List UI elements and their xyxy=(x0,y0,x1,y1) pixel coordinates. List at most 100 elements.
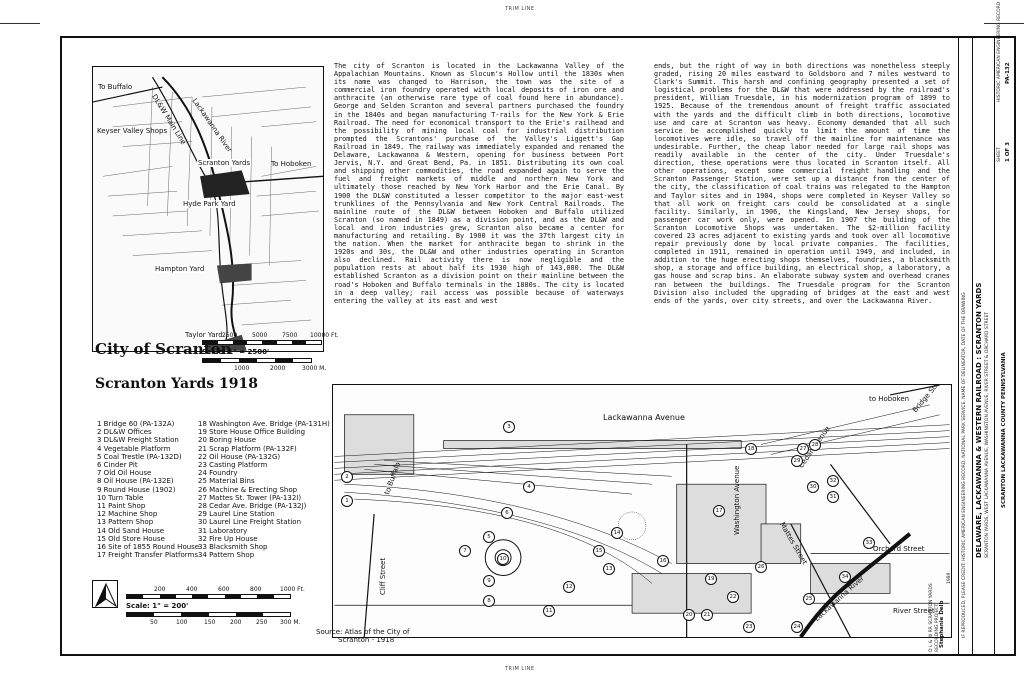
yards-scale-ft-2: 400 xyxy=(186,586,198,593)
yards-scale-bar xyxy=(126,594,291,599)
city-scale-m-3: 3000 M. xyxy=(302,365,327,372)
marker-8: 8 xyxy=(483,595,495,607)
tb-sheet-number: 1 OF 3 xyxy=(1005,142,1011,162)
legend-item: 7 Old Oil House xyxy=(97,469,152,478)
scranton-yards-map: to Hoboken Lackawanna Avenue to Buffalo … xyxy=(332,384,952,638)
yards-scale-m-4: 200 xyxy=(230,619,242,626)
marker-31: 31 xyxy=(827,491,839,503)
legend-item: 27 Mattes St. Tower (PA-132I) xyxy=(198,493,302,502)
marker-27: 27 xyxy=(797,443,809,455)
tb-col-1: IF REPRODUCED, PLEASE CREDIT: HISTORIC A… xyxy=(959,38,973,654)
label-to-buffalo: To Buffalo xyxy=(98,83,133,91)
label-scranton-yards: Scranton Yards xyxy=(197,159,252,167)
yards-scale-m-2: 100 xyxy=(176,619,188,626)
history-text-column-2: ends, but the right of way in both direc… xyxy=(654,62,950,305)
label-hampton-yard: Hampton Yard xyxy=(155,265,205,273)
trim-line-bottom: TRIM LINE xyxy=(505,666,535,672)
tb-address: SCRANTON YARDS, WEST LACKAWANNA AVENUE, … xyxy=(985,311,990,558)
city-scale-ft-2: 5000 xyxy=(252,332,268,339)
label-river-street: River Street xyxy=(893,607,935,615)
legend-column-1: 1 Bridge 60 (PA-132A) 2 DL&W Offices 3 D… xyxy=(97,420,199,559)
tb-sheet-label: SHEET xyxy=(997,147,1002,162)
history-text-column-1: The city of Scranton is located in the L… xyxy=(334,62,624,305)
legend-item: 25 Material Bins xyxy=(198,477,255,486)
marker-29: 29 xyxy=(791,455,803,467)
legend-item: 13 Pattern Shop xyxy=(97,518,154,527)
marker-18: 18 xyxy=(745,443,757,455)
marker-16: 16 xyxy=(657,555,669,567)
city-scale-ft-1: 2500 xyxy=(222,332,238,339)
legend-item: 12 Machine Shop xyxy=(97,510,158,519)
city-inset-map: To Buffalo Keyser Valley Shops Lackawann… xyxy=(92,66,324,352)
legend-item: 29 Laurel Line Station xyxy=(198,510,275,519)
city-of-scranton-title: City of Scranton xyxy=(95,340,232,358)
legend-item: 1 Bridge 60 (PA-132A) xyxy=(97,420,175,428)
marker-25: 25 xyxy=(803,593,815,605)
label-taylor-yard: Taylor Yard xyxy=(185,331,223,339)
yards-scale-ft-4: 800 xyxy=(250,586,262,593)
yards-scale-m-5: 250 xyxy=(256,619,268,626)
marker-2: 2 xyxy=(341,471,353,483)
tb-col-2: DELAWARE, LACKAWANNA & WESTERN RAILROAD … xyxy=(973,38,995,654)
city-scale-bar xyxy=(202,340,322,345)
city-scale-ft-3: 7500 xyxy=(282,332,298,339)
label-orchard-street: Orchard Street xyxy=(873,545,925,553)
source-line-2: Scranton - 1918 xyxy=(338,636,395,644)
marker-14: 14 xyxy=(611,527,623,539)
yards-map-graphic xyxy=(334,385,950,637)
legend-item: 17 Freight Transfer Platforms xyxy=(97,551,199,560)
yards-scale-bar-metric xyxy=(126,612,291,617)
trim-line-top: TRIM LINE xyxy=(505,6,535,12)
marker-12: 12 xyxy=(563,581,575,593)
legend-item: 24 Foundry xyxy=(198,469,238,478)
yards-scale-label: Scale: 1" = 200' xyxy=(126,602,189,610)
legend-item: 8 Oil House (PA-132E) xyxy=(97,477,174,486)
marker-9: 9 xyxy=(483,575,495,587)
yards-scale-m-6: 300 M. xyxy=(280,619,301,626)
city-map-graphic xyxy=(93,76,323,351)
city-scale-m-2: 2000 xyxy=(270,365,286,372)
legend-column-2: 18 Washington Ave. Bridge (PA-131H) 19 S… xyxy=(198,420,330,559)
label-washington-avenue: Washington Avenue xyxy=(733,465,741,535)
source-note: Source: Atlas of the City of Scranton - … xyxy=(316,628,410,644)
legend-item: 10 Turn Table xyxy=(97,493,144,502)
marker-1: 1 xyxy=(341,495,353,507)
marker-13: 13 xyxy=(603,563,615,575)
marker-7: 7 xyxy=(459,545,471,557)
marker-20: 20 xyxy=(683,609,695,621)
tb-agency: HISTORIC AMERICAN ENGINEERING RECORD xyxy=(997,1,1002,102)
legend-item: 5 Coal Trestle (PA-132D) xyxy=(97,452,182,461)
legend-item: 21 Scrap Platform (PA-132F) xyxy=(198,444,297,453)
marker-34: 34 xyxy=(839,571,851,583)
label-to-hoboken: To Hoboken xyxy=(271,160,312,168)
legend-item: 4 Vegetable Platform xyxy=(97,444,171,453)
tb-location: SCRANTON LACKAWANNA COUNTY PENNSYLVANIA xyxy=(1001,352,1007,508)
trim-tick-right xyxy=(984,23,1024,24)
legend-item: 31 Laboratory xyxy=(198,526,248,535)
marker-10: 10 xyxy=(497,553,509,565)
legend-item: 18 Washington Ave. Bridge (PA-131H) xyxy=(198,420,330,428)
legend-item: 30 Laurel Line Freight Station xyxy=(198,518,302,527)
marker-19: 19 xyxy=(705,573,717,585)
marker-32: 32 xyxy=(827,475,839,487)
marker-15: 15 xyxy=(593,545,605,557)
marker-23: 23 xyxy=(743,621,755,633)
city-scale-ft-4: 10000 Ft. xyxy=(310,332,339,339)
city-scale: 2500 5000 7500 10000 Ft. Scale: 1" = 250… xyxy=(202,332,402,372)
north-arrow-icon xyxy=(92,580,118,608)
label-hyde-park-yard: Hyde Park Yard xyxy=(183,200,236,208)
marker-28: 28 xyxy=(809,439,821,451)
legend-item: 33 Blacksmith Shop xyxy=(198,543,268,552)
marker-26: 26 xyxy=(755,561,767,573)
marker-6: 6 xyxy=(501,507,513,519)
drawing-sheet: To Buffalo Keyser Valley Shops Lackawann… xyxy=(60,2,1016,656)
tb-project-sub: RECORDING PROJECT xyxy=(935,603,940,652)
legend-item: 19 Store House Office Building xyxy=(198,428,306,437)
legend-item: 15 Old Store House xyxy=(97,534,165,543)
yards-scale-m-1: 50 xyxy=(150,619,158,626)
legend-item: 16 Site of 1855 Round House xyxy=(97,543,200,552)
label-keyser-valley-shops: Keyser Valley Shops xyxy=(97,127,168,135)
tb-main-title: DELAWARE, LACKAWANNA & WESTERN RAILROAD … xyxy=(975,282,983,558)
marker-17: 17 xyxy=(713,505,725,517)
label-lackawanna-avenue: Lackawanna Avenue xyxy=(603,413,685,422)
